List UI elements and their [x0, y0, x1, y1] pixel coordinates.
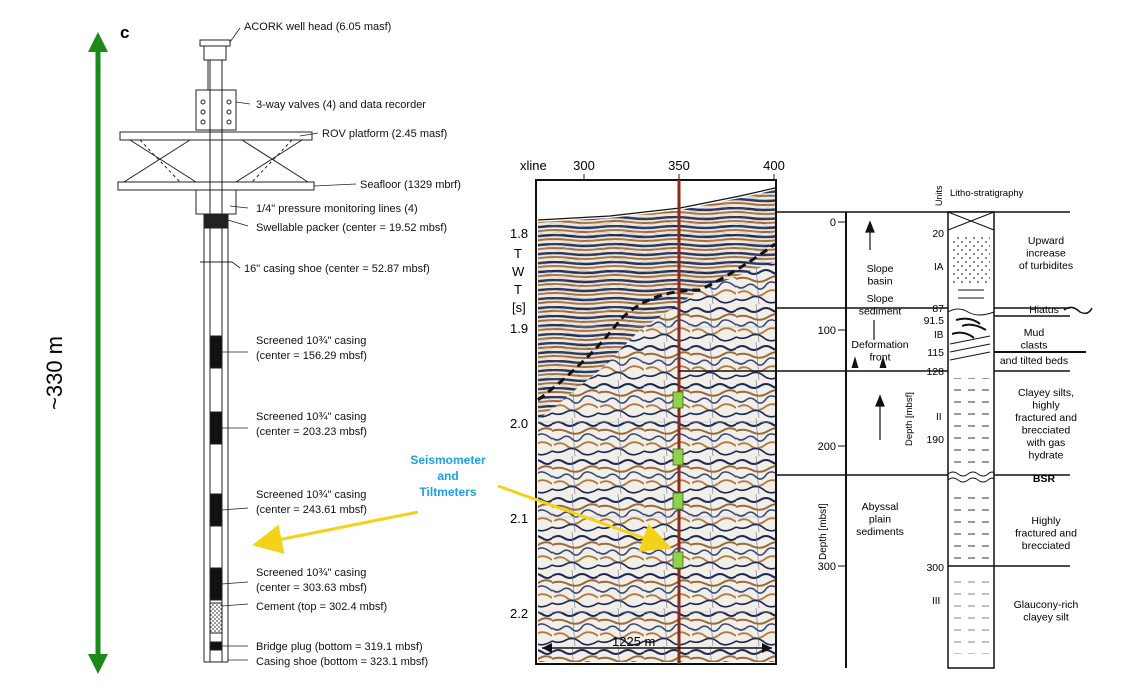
casing-shoe-16-callout: 16" casing shoe (center = 52.87 mbsf): [244, 263, 430, 275]
twt-label-s: [s]: [512, 300, 526, 315]
wellhead-callout: ACORK well head (6.05 masf): [244, 21, 391, 33]
screen-2-center: (center = 203.23 mbsf): [256, 426, 367, 438]
litho-tick-115: 115: [927, 347, 944, 359]
seismometer-annotation: Seismometer and Tiltmeters: [410, 453, 486, 499]
sensor-marker-4: [672, 551, 684, 569]
pressure-lines-callout: 1/4" pressure monitoring lines (4): [256, 203, 418, 215]
screen-1-center: (center = 156.29 mbsf): [256, 350, 367, 362]
cement-callout: Cement (top = 302.4 mbsf): [256, 601, 387, 613]
packer-callout: Swellable packer (center = 19.52 mbsf): [256, 222, 447, 234]
twt-tick-2-0: 2.0: [510, 416, 528, 431]
seismic-section: [535, 179, 777, 665]
bridge-plug-callout: Bridge plug (bottom = 319.1 mbsf): [256, 641, 423, 653]
casing-shoe-callout: Casing shoe (bottom = 323.1 mbsf): [256, 656, 428, 668]
xline-tick-350: 350: [668, 158, 690, 173]
section-width-label: 1225 m: [612, 634, 655, 649]
litho-unit-labels: IA IB II III: [932, 262, 944, 607]
panel-label: c: [120, 23, 129, 42]
depth-ticks: 0 100 200 300: [818, 217, 836, 573]
twt-label-w: W: [512, 264, 525, 279]
sensor-marker-2: [672, 448, 684, 466]
litho-depth-axis-label: Depth [mbsf]: [904, 392, 915, 446]
acork-well-schematic: [117, 39, 315, 663]
depth-column: [679, 211, 1070, 668]
unit-ii: II: [936, 412, 942, 423]
twt-axis: 1.8 1.9 2.0 2.1 2.2 T W T [s]: [510, 226, 528, 621]
litho-depth-ticks: 20 87 91.5 115 128 190 300: [924, 228, 945, 574]
screen-4-title: Screened 10¾" casing: [256, 567, 366, 579]
unit-ib: IB: [934, 330, 944, 341]
xline-tick-300: 300: [573, 158, 595, 173]
well-callouts: ACORK well head (6.05 masf) 3-way valves…: [244, 21, 461, 668]
depth-tick-0: 0: [830, 217, 836, 229]
screen-1-title: Screened 10¾" casing: [256, 335, 366, 347]
tiltmeters-text: Tiltmeters: [419, 485, 476, 499]
depth-tick-200: 200: [818, 441, 836, 453]
sensor-marker-3: [672, 492, 684, 510]
litho-tick-190: 190: [926, 434, 944, 446]
unit-ia: IA: [934, 262, 944, 273]
litho-tick-87: 87: [932, 303, 944, 315]
scale-label: ~330 m: [42, 336, 67, 410]
screen-3-center: (center = 243.61 mbsf): [256, 504, 367, 516]
litho-tick-20: 20: [932, 228, 944, 240]
xline-tick-400: 400: [763, 158, 785, 173]
twt-label-t1: T: [514, 246, 522, 261]
litho-tick-300: 300: [926, 562, 944, 574]
litho-units-label: Units: [934, 185, 944, 206]
sensor-marker-1: [672, 391, 684, 409]
desc-hiatus: Hiatus: [1029, 304, 1059, 316]
depth-tick-100: 100: [818, 325, 836, 337]
callout-leaders: [221, 27, 357, 661]
scale-arrow: [88, 32, 108, 674]
litho-title-1: Litho-stratigraphy: [950, 188, 1024, 199]
seismometer-text: Seismometer: [410, 453, 486, 467]
twt-tick-2-2: 2.2: [510, 606, 528, 621]
twt-tick-1-9: 1.9: [510, 321, 528, 336]
desc-tilted-beds: and tilted beds: [1000, 355, 1068, 367]
zone-arrows: [865, 220, 885, 440]
annotation-arrows: [252, 484, 672, 555]
screen-2-title: Screened 10¾" casing: [256, 411, 366, 423]
seafloor-callout: Seafloor (1329 mbrf): [360, 179, 461, 191]
valves-callout: 3-way valves (4) and data recorder: [256, 99, 426, 111]
xline-label: xline: [520, 158, 547, 173]
twt-label-t2: T: [514, 282, 522, 297]
unit-iii: III: [932, 596, 940, 607]
xline-ticks: 300 350 400: [573, 158, 785, 173]
litho-tick-91-5: 91.5: [924, 315, 945, 327]
and-text: and: [437, 469, 458, 483]
rov-platform-callout: ROV platform (2.45 masf): [322, 128, 447, 140]
screen-4-center: (center = 303.63 mbsf): [256, 582, 367, 594]
depth-tick-300: 300: [818, 561, 836, 573]
litho-tick-128: 128: [926, 366, 944, 378]
depth-axis-label: Depth [mbsf]: [818, 503, 829, 560]
twt-tick-1-8: 1.8: [510, 226, 528, 241]
screen-3-title: Screened 10¾" casing: [256, 489, 366, 501]
twt-tick-2-1: 2.1: [510, 511, 528, 526]
desc-bsr: BSR: [1033, 473, 1056, 485]
litho-column: [947, 211, 1093, 669]
